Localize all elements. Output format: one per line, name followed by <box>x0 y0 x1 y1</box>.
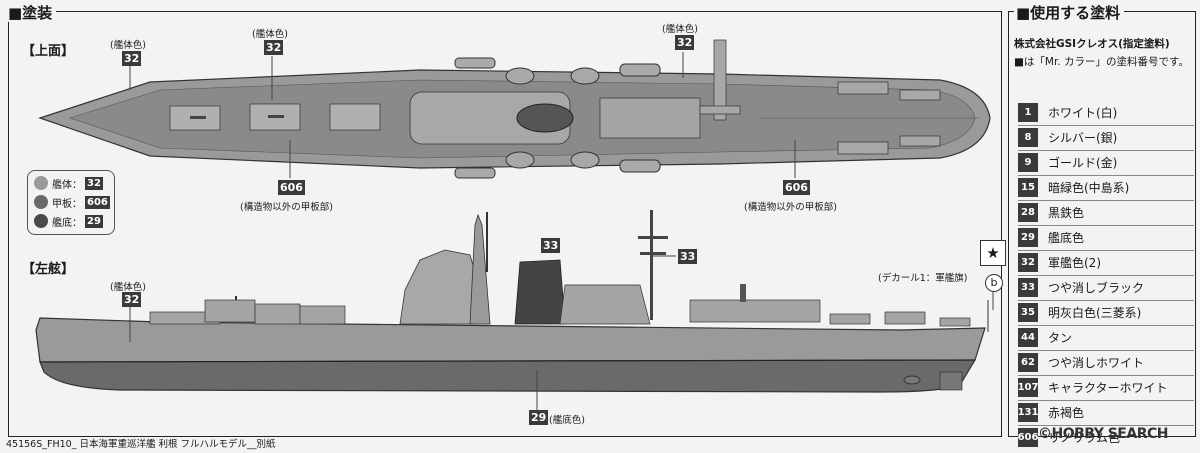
paint-name: キャラクターホワイト <box>1048 381 1168 395</box>
side-view-ship <box>35 210 989 393</box>
paint-row: 44 タン <box>1018 325 1194 351</box>
top-hull-num-1: 32 <box>122 51 142 66</box>
paint-row: 8 シルバー(銀) <box>1018 125 1194 151</box>
legend-row-deck: 甲板： 606 <box>34 194 110 210</box>
side-view-title: 【左舷】 <box>22 262 75 277</box>
top-view-title: 【上面】 <box>22 44 75 59</box>
side-funnel-num: 33 <box>541 238 561 253</box>
paint-row: 35 明灰白色(三菱系) <box>1018 300 1194 326</box>
legend-num-hull: 32 <box>85 176 103 190</box>
painting-title: ■塗装 <box>6 4 57 22</box>
legend-num-bottom: 29 <box>85 214 103 228</box>
top-hull-label-2: (艦体色) <box>252 29 288 40</box>
top-deck-num-1: 606 <box>278 180 305 195</box>
paint-name: つや消しホワイト <box>1048 356 1145 370</box>
color-legend: 艦体： 32 甲板： 606 艦底： 29 <box>27 170 115 235</box>
paint-code: 15 <box>1018 178 1038 197</box>
paint-name: 暗緑色(中島系) <box>1048 181 1130 195</box>
paint-name: 艦底色 <box>1048 231 1085 245</box>
decal-callout-letter: b <box>990 276 998 289</box>
side-bottom-num: 29 <box>529 410 549 425</box>
paint-code: 35 <box>1018 303 1038 322</box>
paint-name: タン <box>1048 331 1073 345</box>
paint-row: 62 つや消しホワイト <box>1018 350 1194 376</box>
top-hull-label-3: (艦体色) <box>662 24 698 35</box>
decal-callout-icon: b <box>985 274 1003 292</box>
paint-code: 131 <box>1018 403 1038 422</box>
painting-frame <box>8 11 1002 437</box>
paint-code: 29 <box>1018 228 1038 247</box>
paint-code: 8 <box>1018 128 1038 147</box>
side-hull-num: 32 <box>122 292 142 307</box>
paint-name: 黒鉄色 <box>1048 206 1085 220</box>
side-hull-label: (艦体色) <box>110 282 146 293</box>
paint-code: 62 <box>1018 353 1038 372</box>
top-deck-num-2: 606 <box>783 180 810 195</box>
top-deck-label-1: (構造物以外の甲板部) <box>240 202 333 213</box>
paint-row: 1 ホワイト(白) <box>1018 100 1194 126</box>
paint-row: 33 つや消しブラック <box>1018 275 1194 301</box>
paint-row: 606 リノリウム色 <box>1018 425 1194 450</box>
legend-num-deck: 606 <box>85 195 110 209</box>
paint-name: ホワイト(白) <box>1048 106 1118 120</box>
legend-swatch-hull <box>34 176 48 190</box>
paint-code: 32 <box>1018 253 1038 272</box>
paint-name: リノリウム色 <box>1048 431 1121 445</box>
paint-row: 29 艦底色 <box>1018 225 1194 251</box>
paint-code: 28 <box>1018 203 1038 222</box>
footer-text: 45156S_FH10_ 日本海軍重巡洋艦 利根 フルハルモデル__別紙 <box>6 439 276 450</box>
paint-row: 32 軍艦色(2) <box>1018 250 1194 276</box>
paint-code: 107 <box>1018 378 1038 397</box>
paints-used-title: ■使用する塗料 <box>1014 4 1125 22</box>
maker-note: ■は「Mr. カラー」の塗料番号です。 <box>1014 56 1189 68</box>
legend-label-hull: 艦体： <box>52 179 82 191</box>
legend-swatch-bottom <box>34 214 48 228</box>
paint-name: 明灰白色(三菱系) <box>1048 306 1142 320</box>
paint-name: シルバー(銀) <box>1048 131 1118 145</box>
paint-code: 606 <box>1018 428 1038 447</box>
paint-row: 15 暗緑色(中島系) <box>1018 175 1194 201</box>
side-bottom-label: (艦底色) <box>549 415 585 426</box>
paint-code: 9 <box>1018 153 1038 172</box>
legend-row-bottom: 艦底： 29 <box>34 213 103 229</box>
watermark-text: ©HOBBY SEARCH <box>1038 426 1168 442</box>
top-hull-num-3: 32 <box>675 35 695 50</box>
paint-name: 軍艦色(2) <box>1048 256 1101 270</box>
paint-name: 赤褐色 <box>1048 406 1085 420</box>
top-view-ship <box>38 39 991 179</box>
paint-name: ゴールド(金) <box>1048 156 1118 170</box>
paint-row: 107 キャラクターホワイト <box>1018 375 1194 401</box>
paint-name: つや消しブラック <box>1048 281 1145 295</box>
legend-swatch-deck <box>34 195 48 209</box>
top-hull-num-2: 32 <box>264 40 284 55</box>
paint-code: 44 <box>1018 328 1038 347</box>
paint-row: 9 ゴールド(金) <box>1018 150 1194 176</box>
decal-label: (デカール1：軍艦旗) <box>878 273 968 284</box>
top-hull-label-1: (艦体色) <box>110 40 146 51</box>
legend-label-deck: 甲板： <box>52 198 82 210</box>
star-mark-icon: ★ <box>980 240 1006 266</box>
paint-row: 28 黒鉄色 <box>1018 200 1194 226</box>
legend-label-bottom: 艦底： <box>52 217 82 229</box>
maker-company: 株式会社GSIクレオス(指定塗料) <box>1014 38 1170 50</box>
paint-code: 33 <box>1018 278 1038 297</box>
paint-code: 1 <box>1018 103 1038 122</box>
side-mast-num: 33 <box>678 249 698 264</box>
top-deck-label-2: (構造物以外の甲板部) <box>744 202 837 213</box>
legend-row-hull: 艦体： 32 <box>34 175 103 191</box>
paint-row: 131 赤褐色 <box>1018 400 1194 426</box>
